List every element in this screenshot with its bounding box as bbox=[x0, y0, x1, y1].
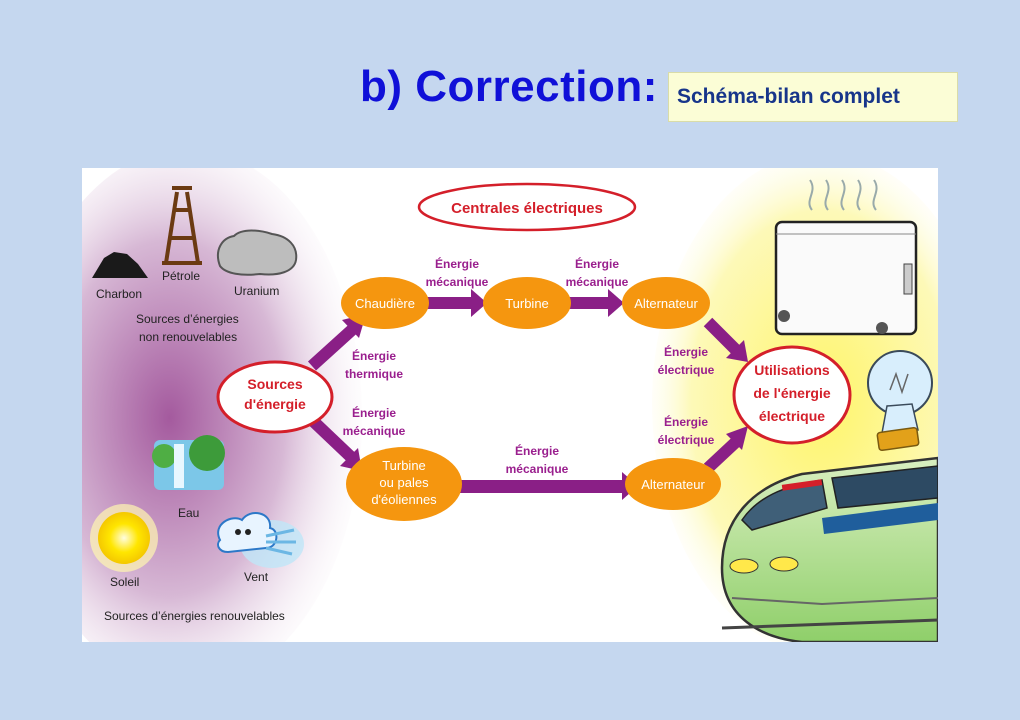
radiator-icon bbox=[774, 179, 918, 336]
energy-meca-bottom-1: Énergie bbox=[515, 443, 559, 458]
uses-label-3: électrique bbox=[759, 408, 825, 424]
node-turbine-eolienne-label-1: Turbine bbox=[382, 458, 426, 473]
node-turbine-eolienne-label-3: d'éoliennes bbox=[371, 492, 437, 507]
tgv-train-icon bbox=[720, 456, 938, 642]
node-turbine-eolienne bbox=[346, 447, 462, 521]
waterfall-icon bbox=[152, 435, 225, 490]
node-turbine bbox=[483, 277, 571, 329]
energy-meca-bottom-2: mécanique bbox=[506, 462, 569, 476]
energy-meca-top2-2: mécanique bbox=[566, 275, 629, 289]
energy-diagram: Charbon Pétrole Uranium Sources d’énergi… bbox=[82, 168, 938, 642]
uses-label-2: de l'énergie bbox=[753, 385, 830, 401]
caption-nonrenewable-1: Sources d’énergies bbox=[136, 312, 239, 326]
sources-label-2: d'énergie bbox=[244, 396, 306, 412]
node-alternateur-top-label: Alternateur bbox=[634, 296, 698, 311]
energy-elec-bottom-2: électrique bbox=[658, 433, 715, 447]
node-turbine-label: Turbine bbox=[505, 296, 549, 311]
energy-thermique-1: Énergie bbox=[352, 348, 396, 363]
diagonal-arrows bbox=[307, 317, 743, 473]
energy-thermique-2: thermique bbox=[345, 367, 403, 381]
coal-icon bbox=[92, 252, 148, 278]
caption-nonrenewable-2: non renouvelables bbox=[139, 330, 237, 344]
flow-arrows bbox=[425, 289, 638, 500]
label-uranium: Uranium bbox=[234, 284, 279, 298]
energy-meca-top1-2: mécanique bbox=[426, 275, 489, 289]
slide-subtitle: Schéma-bilan complet bbox=[677, 85, 900, 108]
uranium-rock-icon bbox=[216, 229, 298, 276]
energy-meca-src-1: Énergie bbox=[352, 405, 396, 420]
node-alternateur-bottom bbox=[625, 458, 721, 510]
node-chaudiere bbox=[341, 277, 429, 329]
slide-title: b) Correction: bbox=[360, 62, 658, 111]
wind-cloud-icon bbox=[217, 512, 304, 568]
label-charbon: Charbon bbox=[96, 287, 142, 301]
node-alternateur-top bbox=[622, 277, 710, 329]
label-centrales: Centrales électriques bbox=[451, 200, 603, 217]
energy-elec-top-2: électrique bbox=[658, 363, 715, 377]
label-vent: Vent bbox=[244, 570, 269, 584]
node-turbine-eolienne-label-2: ou pales bbox=[379, 475, 429, 490]
label-eau: Eau bbox=[178, 506, 199, 520]
plants-outline bbox=[417, 182, 637, 232]
lightbulb-icon bbox=[867, 350, 933, 452]
energy-elec-top-1: Énergie bbox=[664, 344, 708, 359]
uses-node bbox=[732, 345, 852, 445]
subtitle-box: Schéma-bilan complet bbox=[668, 72, 958, 122]
energy-elec-bottom-1: Énergie bbox=[664, 414, 708, 429]
label-petrole: Pétrole bbox=[162, 269, 200, 283]
label-soleil: Soleil bbox=[110, 575, 139, 589]
node-alternateur-bottom-label: Alternateur bbox=[641, 477, 705, 492]
energy-meca-src-2: mécanique bbox=[343, 424, 406, 438]
sources-node bbox=[216, 360, 334, 434]
node-chaudiere-label: Chaudière bbox=[355, 296, 415, 311]
diagram-panel: Charbon Pétrole Uranium Sources d’énergi… bbox=[82, 168, 938, 642]
uses-label-1: Utilisations bbox=[754, 362, 830, 378]
caption-renewable: Sources d’énergies renouvelables bbox=[104, 609, 285, 623]
sun-icon bbox=[98, 512, 150, 564]
oil-derrick-icon bbox=[162, 186, 202, 265]
sources-label-1: Sources bbox=[247, 376, 302, 392]
energy-meca-top2-1: Énergie bbox=[575, 256, 619, 271]
energy-meca-top1-1: Énergie bbox=[435, 256, 479, 271]
